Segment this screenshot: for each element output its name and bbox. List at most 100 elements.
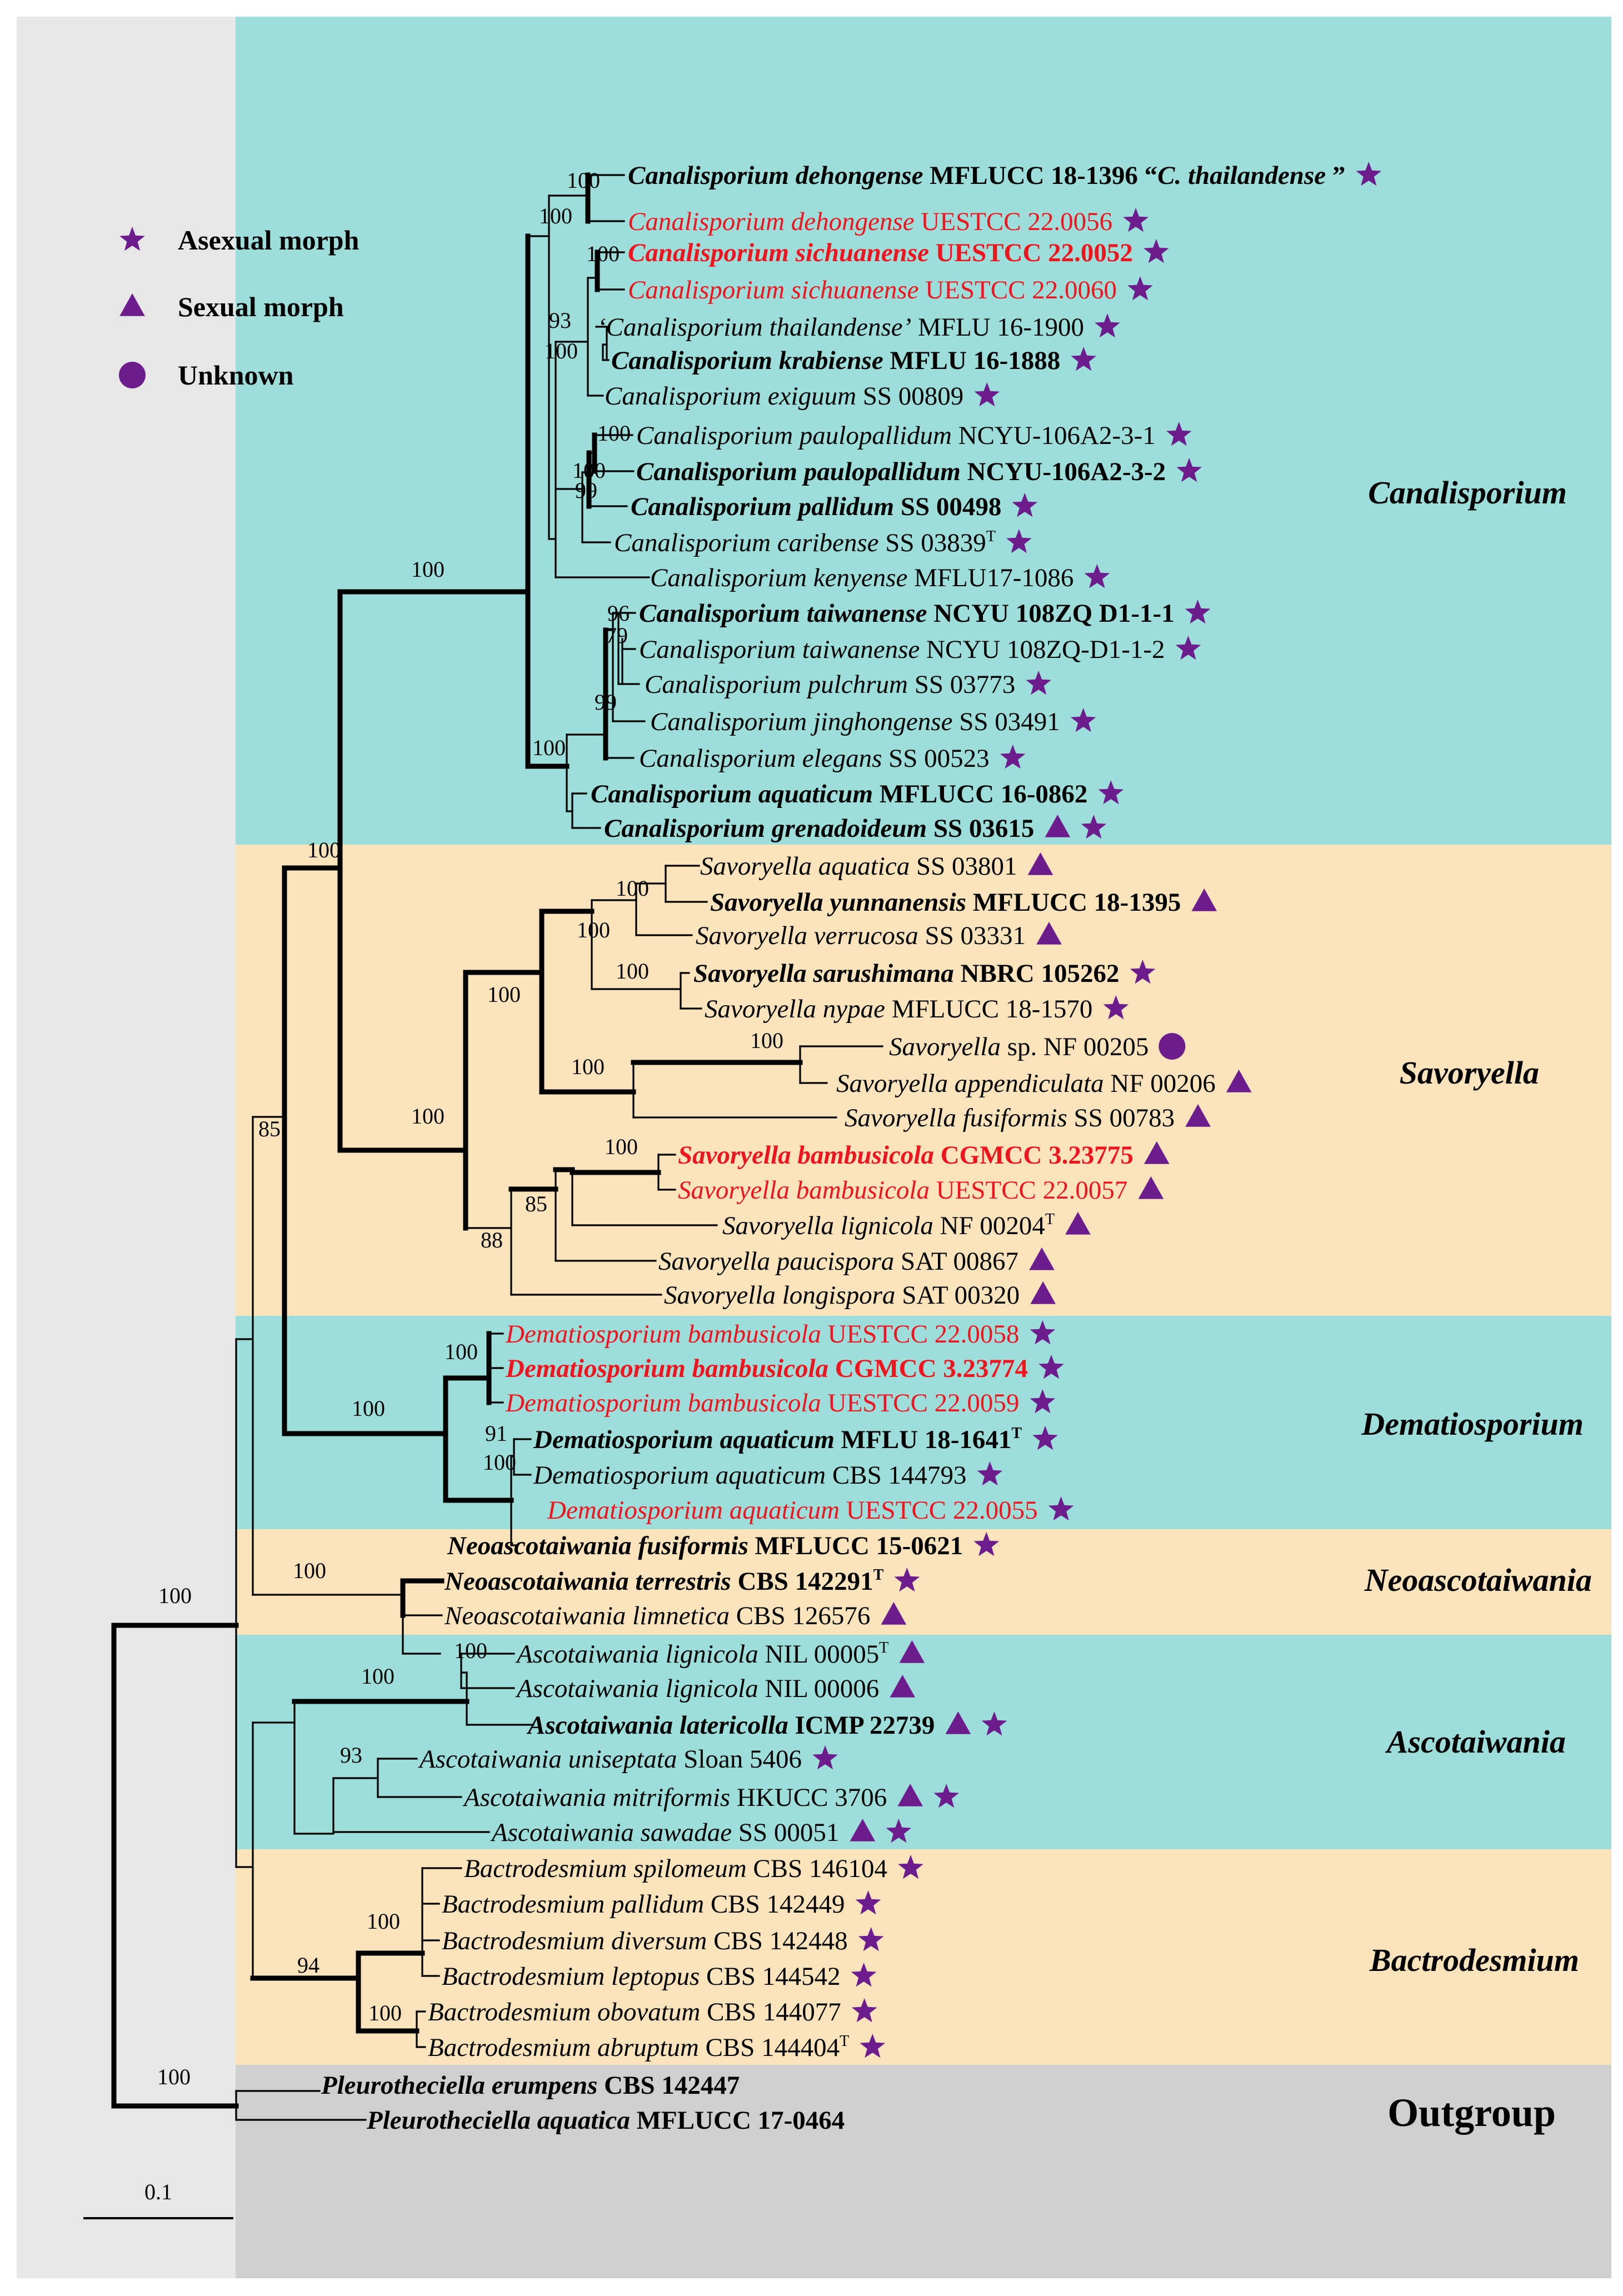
tip-label: Canalisporium grenadoideum SS 03615 [604,814,1034,843]
asexual-morph-star-icon [974,382,1000,407]
support-value: 79 [606,623,628,648]
tip-label: Canalisporium caribense SS 03839T [614,528,996,557]
unknown-morph-circle-icon [1158,1033,1186,1060]
asexual-morph-star-icon [981,1711,1007,1736]
support-value: 100 [483,1450,516,1475]
support-values: 1001001009310010010099100967999100100100… [157,168,783,2089]
sexual-morph-triangle-icon [1027,852,1053,875]
support-value: 100 [616,876,649,901]
tip-label: Savoryella sarushimana NBRC 105262 [693,959,1119,988]
support-value: 99 [575,478,597,503]
tip-label: Neoascotaiwania limnetica CBS 126576 [444,1601,870,1630]
asexual-morph-star-icon [1030,1320,1056,1345]
support-value: 94 [297,1953,319,1978]
unknown-morph-circle-icon [119,362,146,388]
tip-label: Pleurotheciella erumpens CBS 142447 [321,2071,740,2100]
sexual-morph-triangle-icon [890,1675,916,1698]
tip-label: Bactrodesmium diversum CBS 142448 [442,1926,848,1955]
asexual-morph-star-icon [1081,815,1107,839]
support-value: 93 [340,1743,362,1768]
support-value: 100 [361,1664,394,1689]
tip-label: Canalisporium dehongense MFLUCC 18-1396 … [628,161,1345,190]
support-value: 91 [485,1421,507,1446]
asexual-morph-star-icon [855,1890,881,1915]
support-value: 100 [539,203,572,228]
support-value: 85 [258,1116,281,1141]
asexual-morph-star-icon [1123,208,1148,232]
support-value: 100 [368,2000,402,2025]
clade-label: Ascotaiwania [1385,1724,1566,1760]
tip-label: Canalisporium pulchrum SS 03773 [645,670,1015,699]
legend-label: Sexual morph [178,291,344,322]
tip-label: Bactrodesmium leptopus CBS 144542 [442,1962,841,1991]
asexual-morph-star-icon [1356,162,1382,186]
support-value: 100 [445,1339,478,1364]
asexual-morph-star-icon [1166,422,1192,446]
tip-label: Ascotaiwania lignicola NIL 00006 [515,1674,879,1703]
tip-label: Ascotaiwania lignicola NIL 00005T [515,1639,888,1669]
clade-band [236,17,1611,845]
sexual-morph-triangle-icon [1191,889,1217,911]
support-value: 88 [481,1227,503,1252]
tip-label: Savoryella bambusicola UESTCC 22.0057 [678,1176,1127,1205]
tip-label: Savoryella lignicola NF 00204T [722,1211,1055,1240]
sexual-morph-triangle-icon [1029,1247,1055,1270]
sexual-morph-triangle-icon [1138,1176,1164,1199]
asexual-morph-star-icon [1070,708,1096,732]
tip-label: Dematiosporium aquaticum UESTCC 22.0055 [547,1496,1038,1525]
tip-label: Ascotaiwania mitriformis HKUCC 3706 [462,1783,887,1812]
asexual-morph-star-icon [1098,780,1124,805]
support-value: 100 [572,458,606,483]
tip-label: Savoryella fusiformis SS 00783 [845,1104,1175,1132]
tip-label: Savoryella verrucosa SS 03331 [696,921,1026,950]
asexual-morph-star-icon [1127,276,1153,301]
sexual-morph-triangle-icon [850,1819,876,1841]
sexual-morph-triangle-icon [897,1784,923,1806]
sexual-morph-triangle-icon [1185,1104,1211,1127]
tip-label: Canalisporium dehongense UESTCC 22.0056 [628,207,1112,236]
tip-label: Canalisporium taiwanense NCYU 108ZQ D1-1… [639,599,1175,628]
clade-band [236,1529,1611,1635]
clade-label: Bactrodesmium [1369,1942,1579,1978]
asexual-morph-star-icon [1012,493,1038,517]
clade-band [236,1849,1611,2065]
support-value: 100 [352,1396,385,1421]
tip-label: Canalisporium pallidum SS 00498 [631,492,1001,521]
scale-bar: 0.1 [83,2179,233,2219]
sexual-morph-triangle-icon [1144,1141,1170,1164]
tip-label: Dematiosporium bambusicola UESTCC 22.005… [505,1320,1019,1349]
tip-label: Pleurotheciella aquatica MFLUCC 17-0464 [366,2106,845,2135]
tip-label: Canalisporium sichuanense UESTCC 22.0060 [628,276,1117,305]
asexual-morph-star-icon [1143,239,1169,263]
tip-label: Canalisporium kenyense MFLU17-1086 [650,563,1073,592]
asexual-morph-star-icon [1084,564,1110,588]
asexual-morph-star-icon [860,2034,886,2058]
background-bands [17,17,1611,2278]
tip-label: Canalisporium paulopallidum NCYU-106A2-3… [636,421,1156,450]
support-value: 100 [597,421,631,446]
tip-label: Bactrodesmium pallidum CBS 142449 [442,1890,845,1919]
tip-label: Canalisporium jinghongense SS 03491 [650,707,1060,736]
sexual-morph-triangle-icon [899,1640,925,1663]
asexual-morph-star-icon [1000,745,1026,769]
clade-label: Dematiosporium [1361,1406,1584,1442]
asexual-morph-star-icon [1006,529,1032,553]
sexual-morph-triangle-icon [1036,922,1062,945]
clade-label: Savoryella [1400,1055,1539,1091]
tip-label: Savoryella sp. NF 00205 [889,1032,1148,1061]
sexual-morph-triangle-icon [1226,1070,1252,1092]
asexual-morph-star-icon [1175,636,1201,660]
asexual-morph-star-icon [973,1532,1000,1556]
tree-branches [111,172,883,2121]
tip-label: Bactrodesmium spilomeum CBS 146104 [464,1854,887,1883]
asexual-morph-star-icon [1176,458,1202,482]
asexual-morph-star-icon [851,1998,877,2023]
support-value: 100 [307,837,341,862]
tip-label: Canalisporium paulopallidum NCYU-106A2-3… [636,457,1166,486]
support-value: 100 [158,1583,192,1608]
tip-label: Dematiosporium aquaticum CBS 144793 [533,1461,966,1490]
tip-label: Canalisporium exiguum SS 00809 [605,382,963,411]
tip-label: Savoryella bambusicola CGMCC 3.23775 [678,1141,1133,1170]
asexual-morph-star-icon [1030,1389,1056,1414]
